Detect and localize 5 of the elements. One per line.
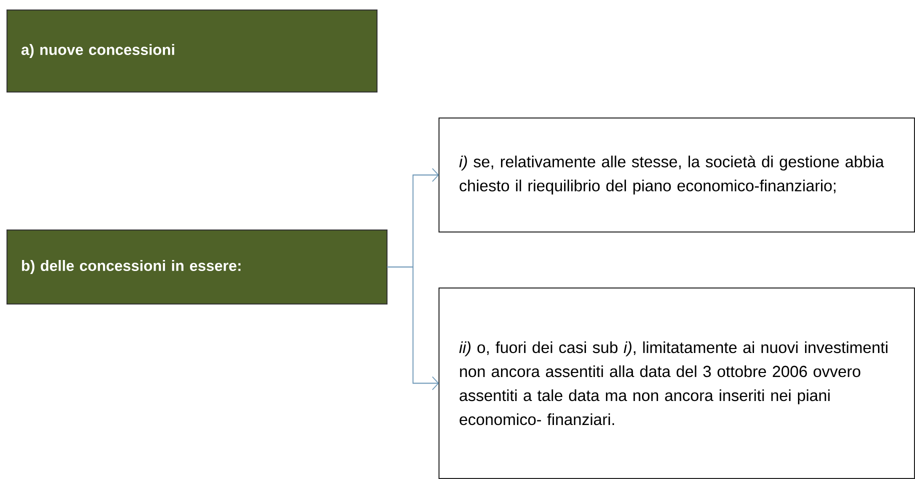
category-box: a) nuove concessioni [6, 10, 378, 92]
category-box: b) delle concessioni in essere: [6, 230, 388, 304]
text-box: i) se, relativamente alle stesse, la società di gestione abbia chiesto il riequilibrio del piano economico-finanziario; [438, 118, 915, 232]
arrow [386, 266, 439, 390]
text-box: ii) o, fuori dei casi sub i), limitatamente ai nuovi investimenti non ancora assentiti alla data del 3 ottobre 2006 ovvero assentiti a tale data ma non ancora inseriti nei piani economico- finanziari. [438, 288, 915, 479]
